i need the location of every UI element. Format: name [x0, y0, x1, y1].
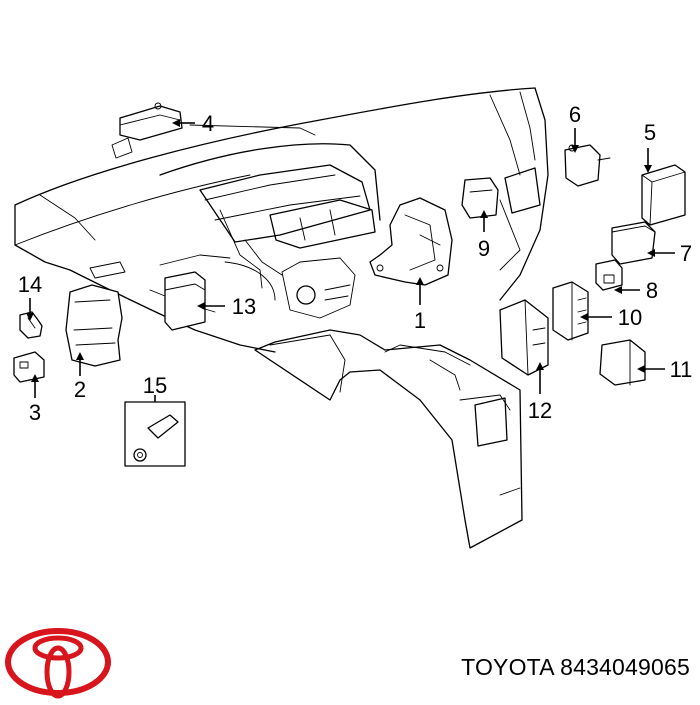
callout-6: 6 [569, 102, 581, 127]
callout-14: 14 [18, 272, 42, 297]
part-2-junction-block [65, 284, 123, 367]
callout-7: 7 [680, 241, 692, 266]
part-6-module [564, 144, 611, 187]
part-12-ecu [499, 299, 549, 376]
part-15-inset [124, 401, 186, 467]
leader-arrowheads [26, 119, 655, 382]
leader-lines [29, 122, 675, 402]
callout-3: 3 [29, 400, 41, 425]
instrument-panel-outline [14, 87, 549, 549]
part-7-module [611, 221, 656, 265]
part-9-sensor [461, 177, 499, 219]
part-13-ecu [164, 271, 206, 331]
part-5-ecu [641, 164, 686, 226]
part-3-relay [13, 351, 45, 383]
callout-13: 13 [232, 294, 256, 319]
callout-9: 9 [478, 236, 490, 261]
callout-15: 15 [143, 373, 167, 398]
part-4-module [111, 102, 183, 159]
part-number-caption: TOYOTA 8434049065 [461, 654, 690, 680]
callout-11: 11 [670, 357, 693, 382]
callout-labels: 1 2 3 4 5 6 7 8 9 10 11 12 13 14 15 [18, 102, 693, 425]
part-1-bracket [369, 197, 453, 286]
callout-4: 4 [202, 111, 214, 136]
part-11-module [599, 339, 646, 386]
callout-5: 5 [644, 120, 656, 145]
toyota-logo-icon [5, 628, 111, 699]
part-8-relay [595, 259, 623, 291]
callout-8: 8 [646, 278, 658, 303]
callout-10: 10 [618, 305, 642, 330]
callout-1: 1 [414, 308, 426, 333]
callout-12: 12 [528, 398, 552, 423]
part-10-module [552, 281, 589, 341]
callout-2: 2 [74, 377, 86, 402]
